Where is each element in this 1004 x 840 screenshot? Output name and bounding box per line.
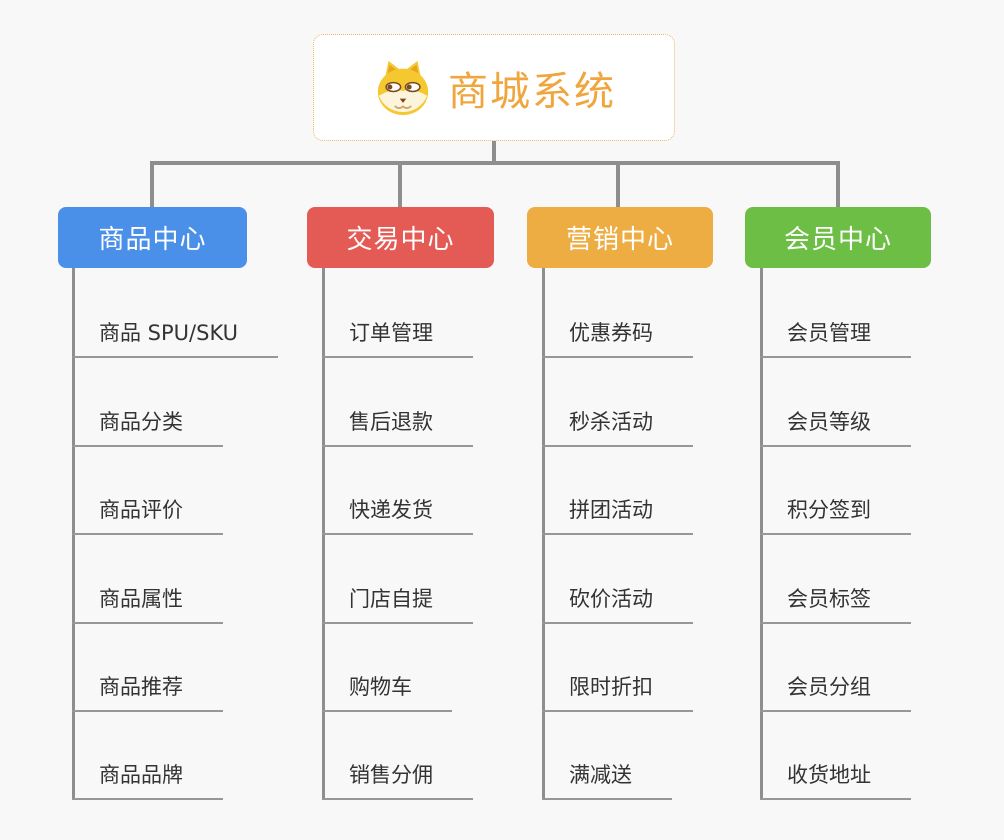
leaf-node[interactable]: 商品属性 xyxy=(72,584,223,624)
dog-face-icon xyxy=(377,60,429,115)
branch-label: 交易中心 xyxy=(346,225,455,255)
leaf-node[interactable]: 秒杀活动 xyxy=(542,407,693,447)
leaf-node[interactable]: 商品 SPU/SKU xyxy=(72,318,279,358)
root-title: 商城系统 xyxy=(448,68,616,115)
leaf-node[interactable]: 售后退款 xyxy=(322,407,473,447)
leaf-node[interactable]: 优惠券码 xyxy=(542,318,693,358)
leaf-node[interactable]: 购物车 xyxy=(322,672,452,712)
branch-node-member[interactable]: 会员中心 xyxy=(745,207,931,268)
leaf-node[interactable]: 积分签到 xyxy=(760,495,911,535)
branch-drop-connector xyxy=(616,161,620,207)
leaf-node[interactable]: 销售分佣 xyxy=(322,760,473,800)
leaf-node[interactable]: 拼团活动 xyxy=(542,495,693,535)
leaf-node[interactable]: 商品分类 xyxy=(72,407,223,447)
leaf-node[interactable]: 商品评价 xyxy=(72,495,223,535)
branch-drop-connector xyxy=(150,161,154,207)
leaf-node[interactable]: 订单管理 xyxy=(322,318,473,358)
leaf-node[interactable]: 收货地址 xyxy=(760,760,911,800)
leaf-node[interactable]: 满减送 xyxy=(542,760,672,800)
branch-bus-connector xyxy=(150,161,840,165)
branch-node-product[interactable]: 商品中心 xyxy=(58,207,247,268)
leaf-node[interactable]: 砍价活动 xyxy=(542,584,693,624)
leaf-node[interactable]: 限时折扣 xyxy=(542,672,693,712)
leaf-node[interactable]: 商品品牌 xyxy=(72,760,223,800)
branch-label: 会员中心 xyxy=(783,225,892,255)
branch-label: 商品中心 xyxy=(98,225,207,255)
branch-drop-connector xyxy=(398,161,402,207)
leaf-node[interactable]: 门店自提 xyxy=(322,584,473,624)
branch-drop-connector xyxy=(836,161,840,207)
branch-node-marketing[interactable]: 营销中心 xyxy=(527,207,713,268)
leaf-node[interactable]: 会员管理 xyxy=(760,318,911,358)
branch-label: 营销中心 xyxy=(565,225,674,255)
leaf-node[interactable]: 会员等级 xyxy=(760,407,911,447)
leaf-node[interactable]: 会员分组 xyxy=(760,672,911,712)
leaf-node[interactable]: 会员标签 xyxy=(760,584,911,624)
branch-node-trade[interactable]: 交易中心 xyxy=(307,207,494,268)
leaf-node[interactable]: 商品推荐 xyxy=(72,672,223,712)
leaf-node[interactable]: 快递发货 xyxy=(322,495,473,535)
root-node[interactable]: 商城系统 xyxy=(313,34,675,141)
root-stem-connector xyxy=(492,140,496,163)
